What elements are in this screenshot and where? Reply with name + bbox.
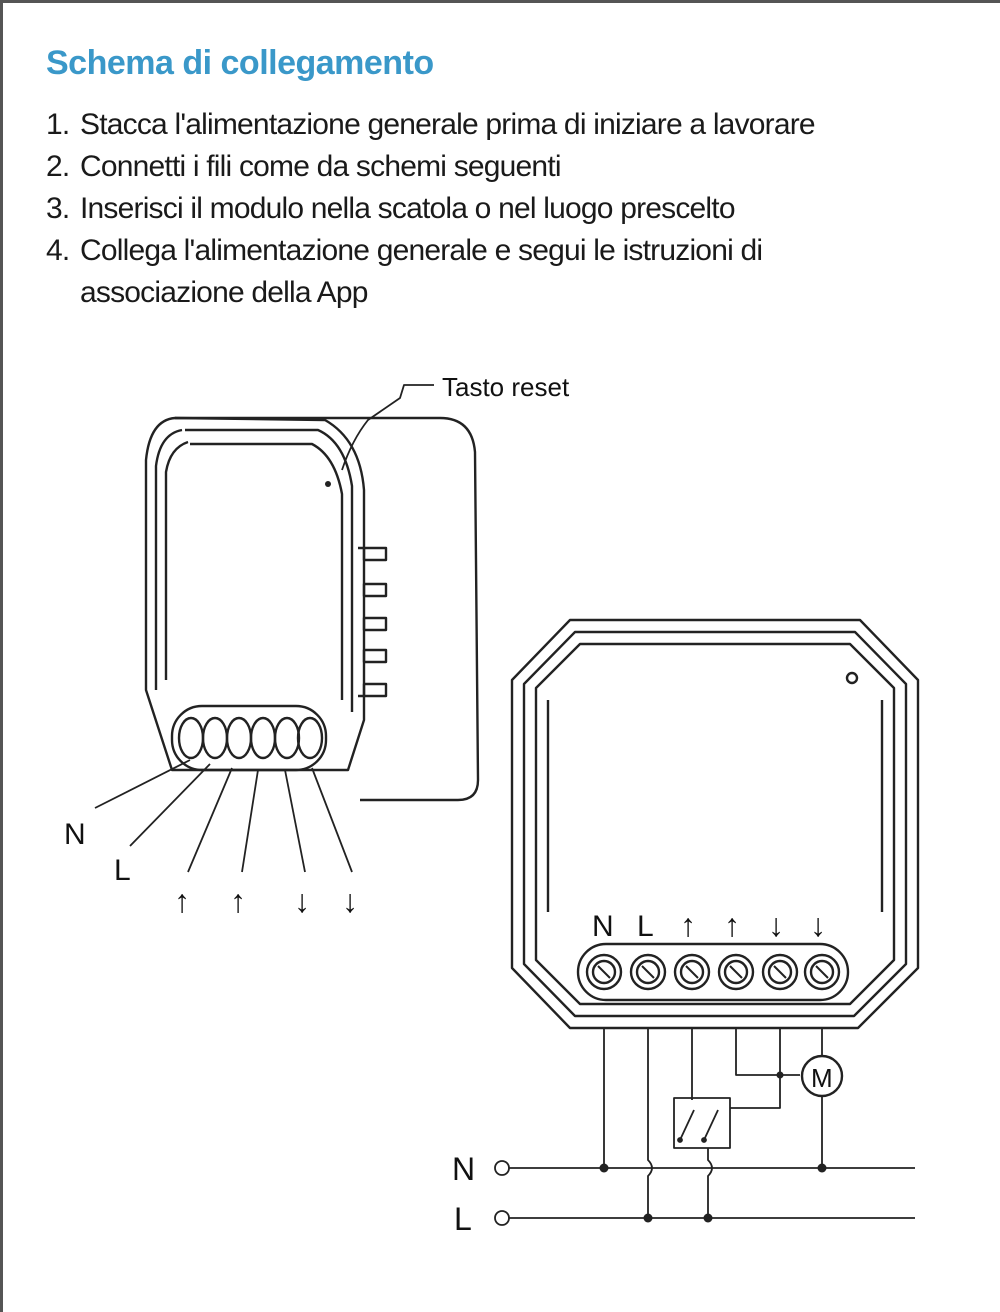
front-terminal-label: ↓ [768,907,784,943]
instruction-steps: 1.Stacca l'alimentazione generale prima … [46,104,880,314]
front-terminal-label: ↑ [724,907,740,943]
module-front-view [510,618,920,1030]
reset-button-dot [325,481,331,487]
motor-label: M [811,1063,833,1093]
step-item: 4.Collega l'alimentazione generale e seg… [46,234,763,309]
front-terminal-label: N [592,910,614,943]
side-terminal-label: ↑ [174,883,190,919]
step-item: 3.Inserisci il modulo nella scatola o ne… [46,192,736,225]
front-terminal-label: ↑ [680,907,696,943]
front-terminal-label: ↓ [810,907,826,943]
double-switch [673,1097,731,1149]
step-item: 2.Connetti i fili come da schemi seguent… [46,150,562,183]
side-terminal-label: L [114,854,131,887]
motor-symbol [800,1054,844,1098]
reset-button-dot-front [845,671,859,685]
side-terminal-label: ↑ [230,883,246,919]
wiring-lines [494,1028,915,1226]
supply-line-n-label: N [452,1151,475,1187]
frame-left-border [0,0,3,1312]
side-terminal-label: ↓ [342,883,358,919]
page-title: Schema di collegamento [46,44,434,82]
side-terminal-label: N [64,818,86,851]
side-terminal-label: ↓ [294,883,310,919]
module-side-view [94,384,480,873]
frame-top-border [0,0,1000,3]
step-item: 1.Stacca l'alimentazione generale prima … [46,108,816,141]
front-terminal-label: L [637,910,654,943]
supply-line-l-label: L [454,1201,472,1237]
reset-label: Tasto reset [442,372,570,402]
